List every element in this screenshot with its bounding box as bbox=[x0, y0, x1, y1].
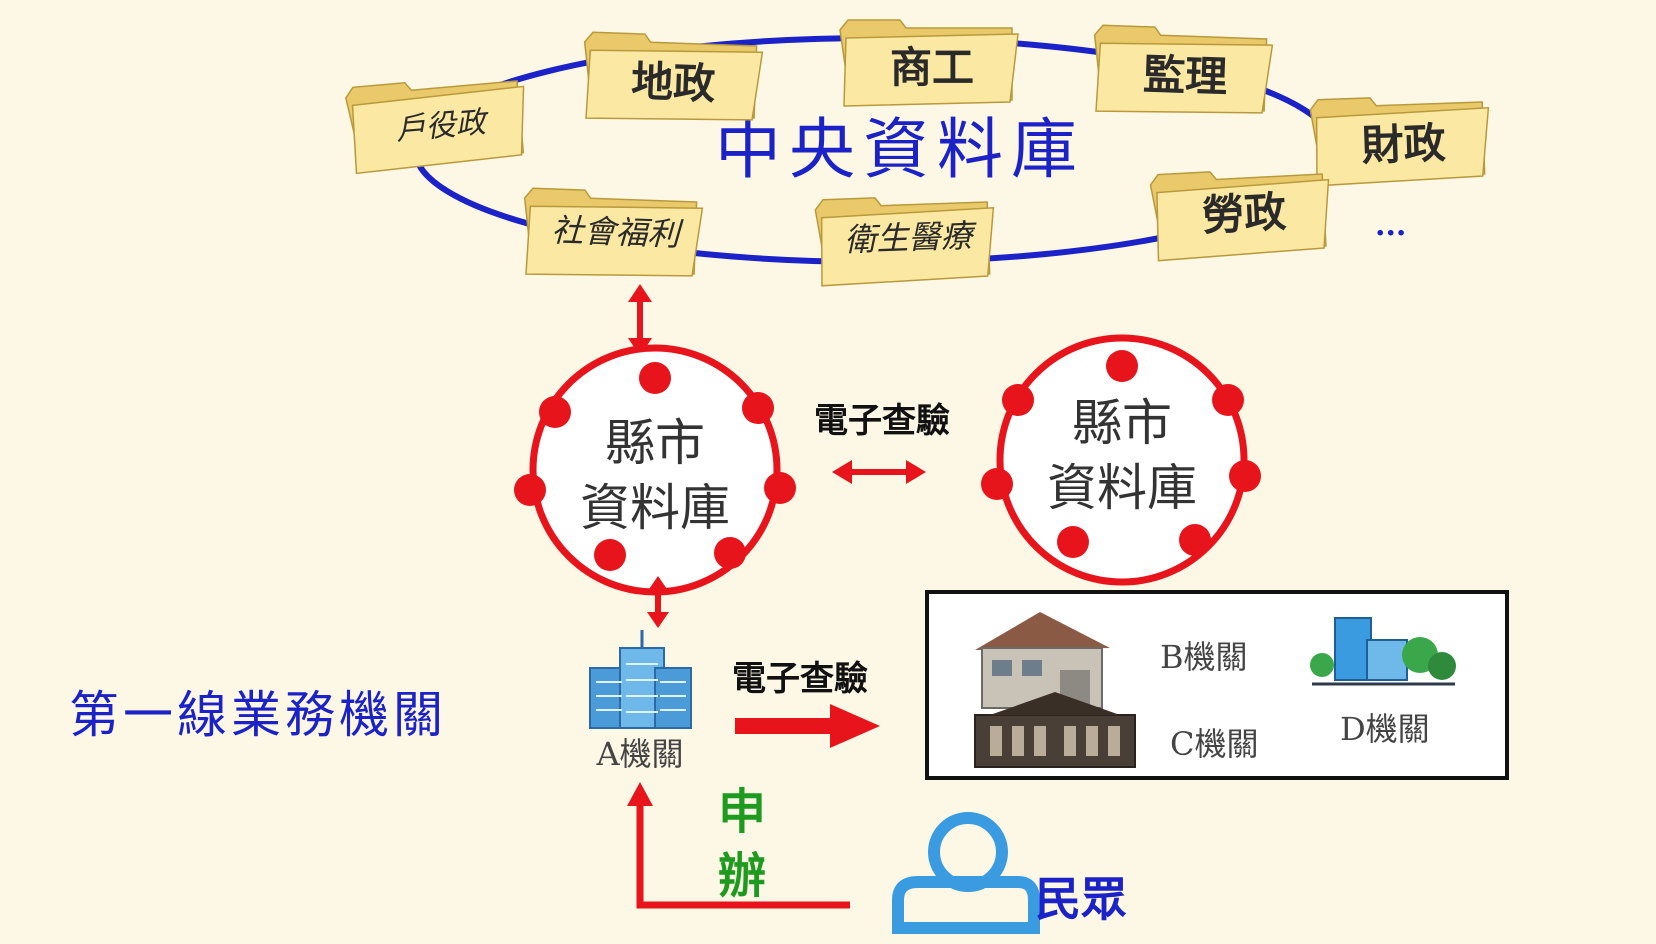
folder-label-huyi: 戶役政 bbox=[394, 105, 491, 148]
agency-link-label: 電子查驗 bbox=[732, 659, 868, 699]
folder-label-shanggong: 商工 bbox=[890, 43, 974, 92]
agency-c-building-icon bbox=[974, 692, 1136, 768]
folder-shanggong: 商工 bbox=[839, 19, 1019, 107]
folder-dizheng: 地政 bbox=[581, 31, 764, 125]
folder-label-caizheng: 財政 bbox=[1361, 118, 1447, 170]
agency-c-label: C機關 bbox=[1170, 725, 1259, 763]
folder-laozheng: 勞政 bbox=[1149, 164, 1334, 262]
agency-d-city-icon bbox=[1310, 617, 1456, 686]
folder-label-laozheng: 勞政 bbox=[1201, 187, 1287, 240]
folder-jianli: 監理 bbox=[1091, 24, 1274, 118]
agency-d-label: D機關 bbox=[1340, 710, 1430, 748]
more-ellipsis: ... bbox=[1375, 208, 1406, 243]
agency-b-label: B機關 bbox=[1160, 638, 1248, 676]
county-link-label: 電子查驗 bbox=[814, 401, 950, 441]
apply-arrow bbox=[627, 782, 850, 909]
folder-huyi: 戶役政 bbox=[344, 71, 531, 175]
folder-label-weisheng: 衛生醫療 bbox=[844, 216, 978, 259]
frontline-agency-label: 第一線業務機關 bbox=[69, 686, 447, 744]
folder-label-jianli: 監理 bbox=[1142, 50, 1228, 102]
county-link: 電子查驗 bbox=[814, 401, 950, 484]
apply-char-1: 申 bbox=[718, 784, 766, 840]
county-db-right-nodes bbox=[981, 350, 1261, 558]
central-database-title: 中央資料庫 bbox=[715, 111, 1085, 188]
county-db-left-line2: 資料庫 bbox=[580, 479, 730, 537]
folder-label-shehui: 社會福利 bbox=[551, 211, 684, 254]
county-db-right-line1: 縣市 bbox=[1072, 394, 1172, 452]
folder-shehui: 社會福利 bbox=[521, 187, 704, 281]
public-label: 民眾 bbox=[1035, 872, 1127, 926]
agency-a: A機關 bbox=[589, 630, 692, 773]
folder-label-dizheng: 地政 bbox=[630, 57, 716, 109]
agency-a-label: A機關 bbox=[595, 735, 683, 773]
apply-char-2: 辦 bbox=[718, 848, 766, 904]
county-db-right: 縣市 資料庫 bbox=[981, 334, 1261, 586]
folder-caizheng: 財政 bbox=[1309, 93, 1492, 187]
agency-verification-link: 電子查驗 bbox=[732, 659, 880, 748]
county-agency-link-arrow bbox=[647, 576, 669, 628]
folder-weisheng: 衛生醫療 bbox=[814, 193, 997, 287]
county-db-left-nodes bbox=[514, 362, 796, 571]
county-db-left-line1: 縣市 bbox=[605, 414, 705, 472]
county-db-right-line2: 資料庫 bbox=[1047, 459, 1197, 517]
county-db-left: 縣市 資料庫 bbox=[514, 344, 796, 596]
public-person-icon bbox=[892, 812, 1040, 934]
agency-a-building-icon bbox=[589, 630, 692, 729]
agency-link-arrowhead bbox=[830, 704, 880, 748]
other-agencies-box: B機關 C機關 D機關 bbox=[925, 590, 1509, 780]
